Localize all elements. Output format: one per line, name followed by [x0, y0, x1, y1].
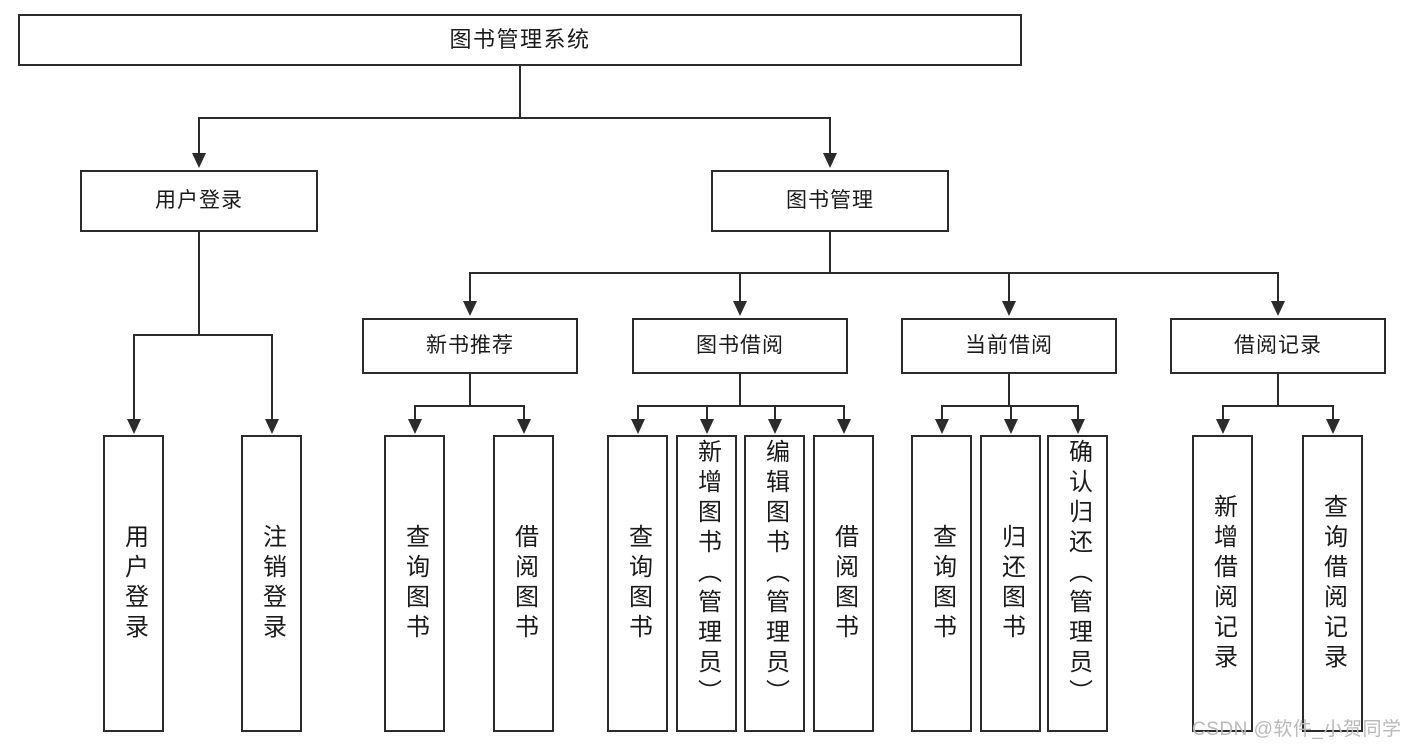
node-label: 借阅图书 [830, 523, 858, 644]
connector-borrow-record-bus [1222, 405, 1334, 407]
arrowhead-book-borrow-to-leaf-2 [700, 419, 714, 434]
arrowhead-new-book-rec-to-leaf-2 [517, 419, 531, 434]
connector-book-borrow-stem [739, 374, 741, 406]
connector-new-book-rec-to-leaf-2 [523, 405, 525, 421]
connector-borrow-record-stem [1277, 374, 1279, 406]
connector-book-manage-to-current-borrow [1008, 272, 1010, 303]
arrowhead-book-manage-to-book-borrow [733, 301, 747, 316]
leaf-user-login[interactable]: 用户登录 [103, 435, 164, 732]
connector-root-to-user-login [198, 117, 200, 155]
arrowhead-borrow-record-to-leaf-2 [1326, 419, 1340, 434]
arrowhead-book-borrow-to-leaf-1 [631, 419, 645, 434]
node-new-book-recommend[interactable]: 新书推荐 [362, 318, 578, 374]
connector-book-manage-to-book-borrow [739, 272, 741, 303]
connector-root-bus [198, 117, 830, 119]
node-label: 借阅图书 [510, 523, 538, 644]
node-label: 新增借阅记录 [1209, 493, 1237, 674]
connector-book-manage-bus [469, 272, 1277, 274]
node-label: 借阅记录 [1234, 333, 1322, 357]
node-label: 图书管理系统 [449, 27, 591, 53]
connector-book-borrow-to-leaf-4 [843, 405, 845, 421]
leaf-query-book-current[interactable]: 查询图书 [911, 435, 972, 732]
arrowhead-borrow-record-to-leaf-1 [1216, 419, 1230, 434]
arrowhead-current-borrow-to-leaf-3 [1071, 419, 1085, 434]
node-label: 注销登录 [258, 523, 286, 644]
node-label: 图书管理 [786, 188, 874, 212]
node-current-borrow[interactable]: 当前借阅 [901, 318, 1117, 374]
connector-new-book-rec-to-leaf-1 [414, 405, 416, 421]
node-label: 查询图书 [401, 523, 429, 644]
node-user-login[interactable]: 用户登录 [80, 170, 318, 232]
arrowhead-user-login-to-leaf-2 [265, 419, 279, 434]
node-label: 确认归还（管理员） [1064, 439, 1092, 709]
node-label: 当前借阅 [965, 333, 1053, 357]
connector-current-borrow-to-leaf-2 [1010, 405, 1012, 421]
node-borrow-record[interactable]: 借阅记录 [1170, 318, 1386, 374]
connector-user-login-to-leaf-1 [133, 334, 135, 421]
arrowhead-book-manage-to-new-book-rec [463, 301, 477, 316]
connector-user-login-stem [198, 232, 200, 335]
connector-borrow-record-to-leaf-1 [1222, 405, 1224, 421]
connector-current-borrow-to-leaf-3 [1077, 405, 1079, 421]
node-label: 新增图书（管理员） [693, 439, 721, 709]
connector-root-stem [519, 66, 521, 118]
leaf-add-book-admin[interactable]: 新增图书（管理员） [676, 435, 737, 732]
connector-user-login-to-leaf-2 [271, 334, 273, 421]
leaf-borrow-book-new-rec[interactable]: 借阅图书 [493, 435, 554, 732]
leaf-edit-book-admin[interactable]: 编辑图书（管理员） [744, 435, 805, 732]
node-label: 查询图书 [928, 523, 956, 644]
watermark-text: CSDN @软件_小贺同学 [1192, 719, 1402, 740]
node-label: 新书推荐 [426, 333, 514, 357]
arrowhead-book-manage-to-current-borrow [1002, 301, 1016, 316]
connector-book-manage-stem [829, 232, 831, 273]
connector-current-borrow-bus [941, 405, 1078, 407]
node-book-manage[interactable]: 图书管理 [711, 170, 949, 232]
connector-borrow-record-to-leaf-2 [1332, 405, 1334, 421]
leaf-query-book-borrow[interactable]: 查询图书 [607, 435, 668, 732]
connector-user-login-bus [133, 334, 273, 336]
connector-book-borrow-bus [637, 405, 844, 407]
arrowhead-book-borrow-to-leaf-4 [837, 419, 851, 434]
leaf-return-book[interactable]: 归还图书 [980, 435, 1041, 732]
arrowhead-root-to-user-login [192, 153, 206, 168]
arrowhead-book-manage-to-borrow-record [1271, 301, 1285, 316]
arrowhead-new-book-rec-to-leaf-1 [408, 419, 422, 434]
node-book-borrow[interactable]: 图书借阅 [632, 318, 848, 374]
connector-new-book-rec-bus [414, 405, 525, 407]
node-label: 用户登录 [120, 523, 148, 644]
node-root-system[interactable]: 图书管理系统 [18, 14, 1022, 66]
connector-current-borrow-to-leaf-1 [941, 405, 943, 421]
leaf-logout-login[interactable]: 注销登录 [241, 435, 302, 732]
leaf-borrow-book-borrow[interactable]: 借阅图书 [813, 435, 874, 732]
leaf-query-borrow-record[interactable]: 查询借阅记录 [1302, 435, 1363, 732]
connector-new-book-rec-stem [469, 374, 471, 406]
arrowhead-book-borrow-to-leaf-3 [768, 419, 782, 434]
leaf-add-borrow-record[interactable]: 新增借阅记录 [1192, 435, 1253, 732]
node-label: 查询借阅记录 [1319, 493, 1347, 674]
arrowhead-root-to-book-manage [823, 153, 837, 168]
connector-root-to-book-manage [829, 117, 831, 155]
arrowhead-current-borrow-to-leaf-2 [1004, 419, 1018, 434]
node-label: 编辑图书（管理员） [761, 439, 789, 709]
connector-book-borrow-to-leaf-1 [637, 405, 639, 421]
connector-book-borrow-to-leaf-3 [774, 405, 776, 421]
arrowhead-current-borrow-to-leaf-1 [935, 419, 949, 434]
arrowhead-user-login-to-leaf-1 [127, 419, 141, 434]
connector-book-manage-to-new-book-rec [469, 272, 471, 303]
connector-book-manage-to-borrow-record [1277, 272, 1279, 303]
leaf-confirm-return-admin[interactable]: 确认归还（管理员） [1047, 435, 1108, 732]
connector-book-borrow-to-leaf-2 [706, 405, 708, 421]
node-label: 归还图书 [997, 523, 1025, 644]
node-label: 图书借阅 [696, 333, 784, 357]
node-label: 查询图书 [624, 523, 652, 644]
node-label: 用户登录 [155, 188, 243, 212]
leaf-query-book-new-rec[interactable]: 查询图书 [384, 435, 445, 732]
connector-current-borrow-stem [1008, 374, 1010, 406]
